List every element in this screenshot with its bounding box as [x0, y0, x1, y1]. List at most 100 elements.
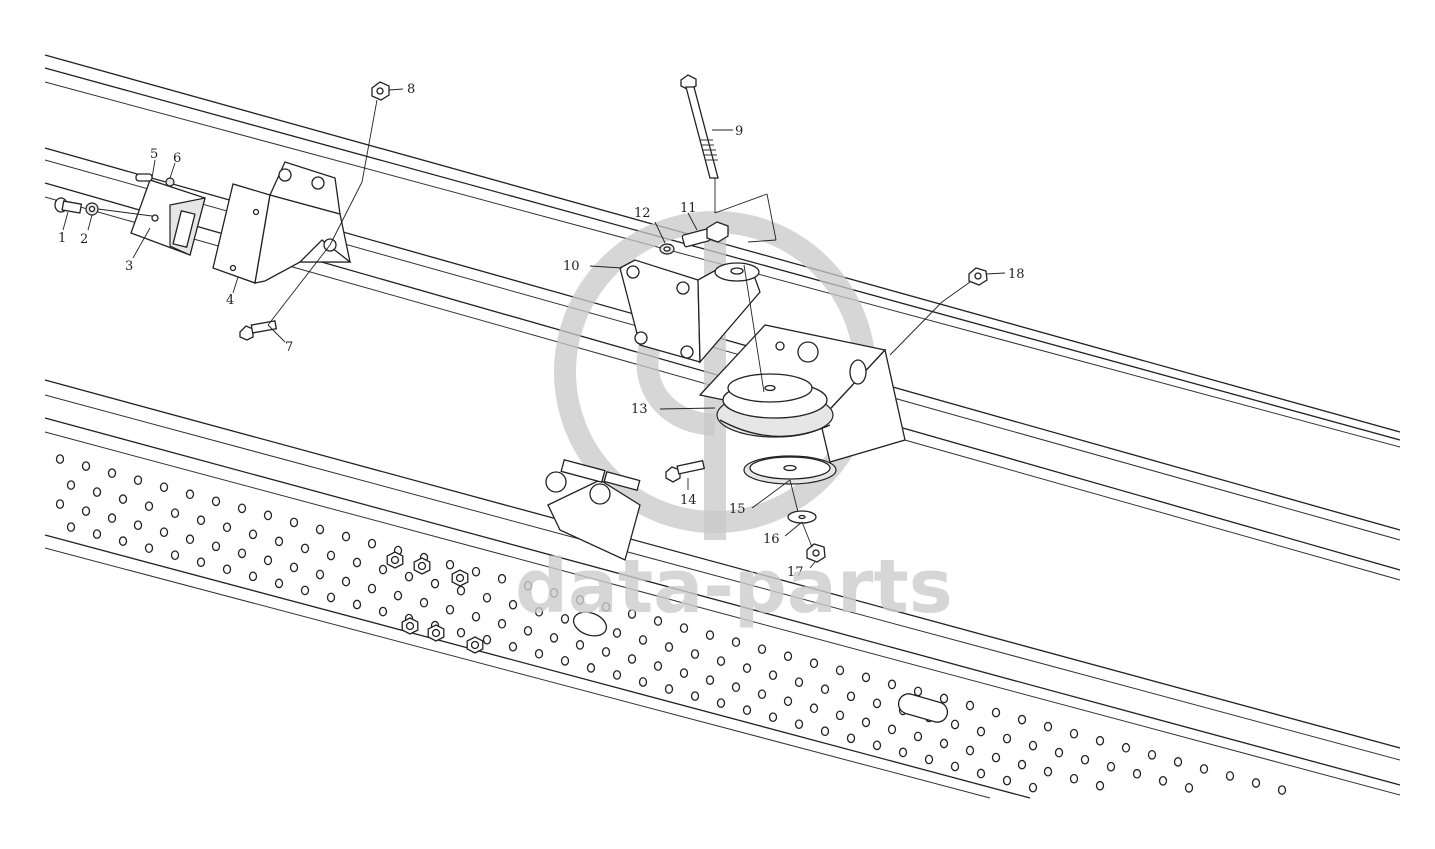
rail-hole — [690, 649, 700, 659]
rail-hole — [497, 618, 507, 629]
rail-hole — [300, 543, 310, 554]
pin-part-5 — [135, 173, 153, 182]
rail-hole — [170, 508, 180, 519]
rail-hole — [861, 717, 871, 728]
rail-hole — [991, 752, 1001, 763]
rail-hole — [757, 689, 767, 700]
rail-hole — [1121, 742, 1131, 753]
rail-hole — [1028, 782, 1038, 793]
rail-hole — [92, 529, 102, 539]
rail-nut-hole — [455, 573, 465, 583]
part-label-10: 10 — [563, 259, 580, 274]
part-label-4: 4 — [226, 293, 234, 308]
part-label-8: 8 — [407, 82, 415, 97]
leader-lines — [62, 88, 1006, 569]
rail-nut-hole — [431, 628, 441, 638]
nut-part-17 — [806, 543, 826, 563]
rail-hole — [300, 585, 310, 596]
rail-hole — [1132, 768, 1142, 779]
rubber-mount-part-13 — [716, 373, 834, 438]
part-label-11: 11 — [680, 201, 697, 216]
rail-hole — [237, 548, 247, 559]
rubber-block-part-3 — [130, 179, 206, 256]
bolt-part-1 — [54, 197, 83, 214]
rail-hole — [1199, 764, 1209, 774]
rail-hole — [913, 686, 923, 697]
rail-nut-hole — [390, 555, 400, 565]
rail-hole — [326, 592, 336, 603]
rail-hole — [237, 503, 247, 514]
rail-hole — [1002, 733, 1012, 744]
rail-nut-hole — [470, 640, 480, 650]
rail-hole — [705, 675, 715, 685]
rail-hole — [1054, 747, 1064, 758]
rail-hole — [1069, 728, 1079, 739]
rail-hole — [887, 679, 897, 690]
bracket-plate-part-10 — [619, 259, 761, 364]
part-label-16: 16 — [763, 532, 780, 547]
center-mount-assembly — [545, 74, 988, 563]
rail-hole — [872, 698, 882, 709]
rail-hole — [575, 640, 585, 650]
rail-hole — [393, 590, 403, 601]
rail-hole — [315, 569, 325, 580]
rail-hole — [638, 635, 648, 645]
rail-hole — [820, 684, 830, 695]
rail-hole — [118, 494, 128, 504]
rail-hole — [289, 562, 299, 573]
rail-hole — [872, 740, 882, 751]
rail-hole — [690, 691, 700, 701]
rail-hole — [757, 644, 767, 655]
rail-hole — [523, 625, 533, 636]
rail-hole — [419, 597, 429, 608]
rail-hole — [55, 499, 65, 509]
rail-hole — [326, 550, 336, 561]
rail-hole — [1069, 773, 1079, 784]
rail-hole — [289, 517, 299, 528]
lower-frame-rail — [44, 379, 1401, 799]
rail-hole — [887, 724, 897, 735]
rail-hole — [352, 599, 362, 610]
rail-hole — [601, 647, 611, 657]
rail-hole — [367, 538, 377, 549]
rail-hole — [549, 633, 559, 643]
rail-hole — [575, 595, 585, 605]
rail-hole — [1017, 759, 1027, 770]
rail-hole — [170, 550, 180, 561]
rail-nut-hole — [417, 561, 427, 571]
part-label-14: 14 — [680, 493, 697, 508]
rail-hole — [222, 564, 232, 575]
rail-hole — [627, 609, 637, 619]
rail-hole — [523, 580, 533, 591]
rail-hole — [274, 578, 284, 589]
rail-hole — [991, 707, 1001, 718]
rail-hole — [913, 731, 923, 742]
rail-hole — [456, 627, 466, 638]
rail-hole — [653, 616, 663, 626]
part-label-13: 13 — [631, 402, 648, 417]
rail-hole — [1017, 714, 1027, 725]
part-label-6: 6 — [173, 151, 181, 166]
rail-hole — [497, 573, 507, 584]
part-label-3: 3 — [125, 259, 133, 274]
nut-part-18 — [968, 267, 988, 286]
rail-hole — [341, 576, 351, 587]
rail-hole — [471, 611, 481, 622]
rail-hole — [55, 454, 65, 464]
rail-hole — [456, 585, 466, 596]
rail-hole — [430, 578, 440, 589]
rail-hole — [159, 527, 169, 538]
rail-hole — [1277, 785, 1287, 795]
rail-hole — [939, 738, 949, 749]
long-bolt-part-9 — [680, 74, 719, 179]
rail-hole — [742, 705, 752, 715]
rail-hole — [196, 515, 206, 526]
rail-hole — [664, 642, 674, 652]
rail-hole — [601, 602, 611, 612]
rail-hole — [716, 698, 726, 708]
rail-hole — [1043, 766, 1053, 777]
part-number-labels: 1 2 3 4 5 6 7 8 9 10 11 12 13 14 15 16 1… — [58, 82, 1025, 580]
rail-hole — [263, 510, 273, 521]
bolt-part-7 — [239, 320, 278, 341]
